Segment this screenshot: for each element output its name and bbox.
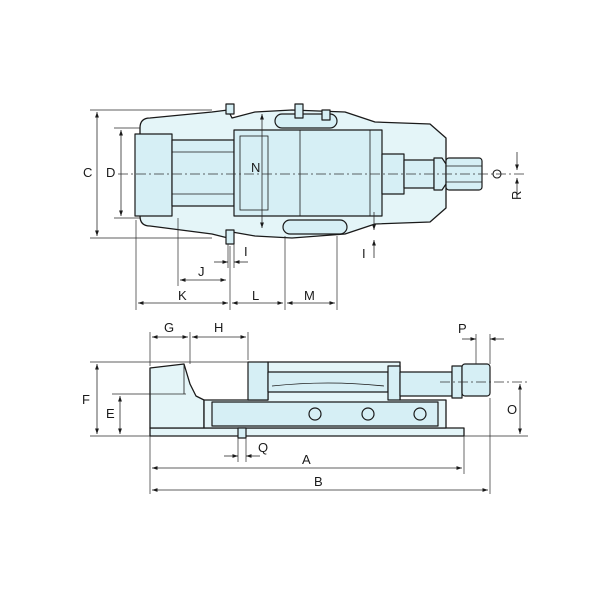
top-guide-left — [171, 139, 235, 207]
side-handle-socket — [461, 363, 491, 397]
dim-N-label: N — [251, 160, 260, 175]
dim-P-label: P — [458, 321, 467, 336]
side-screw-hex — [451, 365, 463, 399]
side-fixed-jaw — [149, 363, 205, 429]
side-bolt-1 — [308, 407, 322, 421]
side-bolt-2 — [361, 407, 375, 421]
dim-F-label: F — [82, 392, 90, 407]
dim-I-right-label: I — [362, 246, 366, 261]
side-base-plate — [149, 427, 465, 437]
dim-H-label: H — [214, 320, 223, 335]
dim-A-label: A — [302, 452, 311, 467]
top-bolt-lower — [225, 229, 235, 245]
top-view — [118, 103, 525, 245]
top-moving-jaw — [233, 129, 383, 217]
top-dimensions: C D N I I J K L M R — [83, 109, 524, 310]
dim-K-label: K — [178, 288, 187, 303]
side-jaw-slide — [267, 371, 389, 393]
dim-I-top-label: I — [244, 244, 248, 259]
top-lower-slot — [282, 219, 348, 235]
dim-L-label: L — [252, 288, 259, 303]
side-bed — [211, 401, 439, 427]
side-view — [149, 361, 528, 439]
dim-J-label: J — [198, 264, 205, 279]
dim-G-label: G — [164, 320, 174, 335]
top-front-jaw — [134, 133, 173, 217]
dim-O-label: O — [507, 402, 517, 417]
top-bolt-upper — [225, 103, 235, 115]
side-bolt-3 — [413, 407, 427, 421]
side-dimensions: G H P F E O Q A B — [82, 320, 528, 494]
dim-Q-label: Q — [258, 440, 268, 455]
side-screw-housing — [399, 371, 453, 397]
dim-M-label: M — [304, 288, 315, 303]
dim-B-label: B — [314, 474, 323, 489]
side-key — [237, 427, 247, 439]
dim-R-label: R — [509, 191, 524, 200]
dim-C-label: C — [83, 165, 92, 180]
side-screw-flange — [387, 365, 401, 401]
side-moving-jaw — [247, 361, 269, 401]
dim-E-label: E — [106, 406, 115, 421]
top-upper-pin-2 — [321, 109, 331, 121]
dim-D-label: D — [106, 165, 115, 180]
top-upper-pin — [294, 103, 304, 119]
